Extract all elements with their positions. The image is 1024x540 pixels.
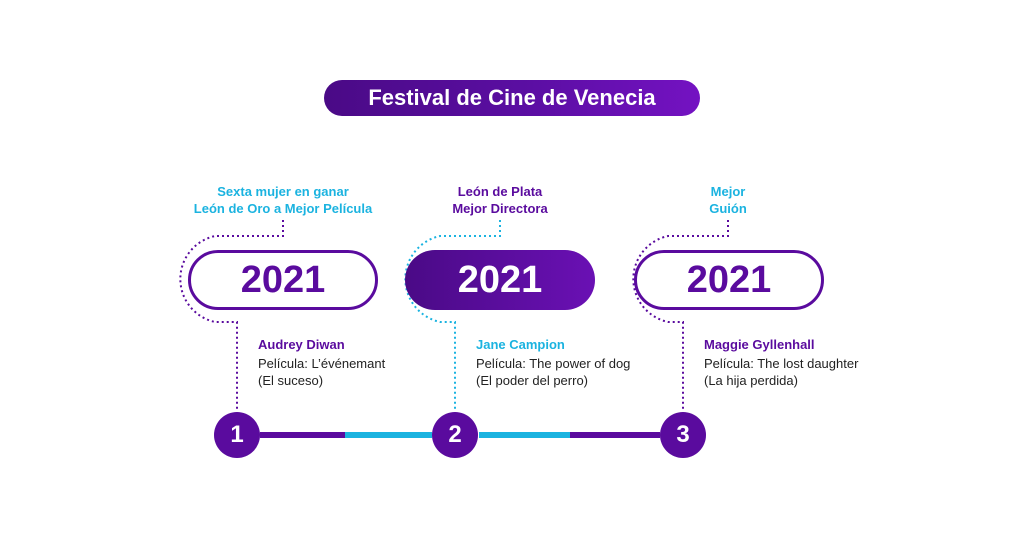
person-name: Jane Campion	[476, 337, 565, 352]
year-pill-3: 2021	[634, 250, 824, 310]
annotation-line: Mejor Directora	[452, 201, 548, 216]
person-name: Maggie Gyllenhall	[704, 337, 815, 352]
entry-2-annotation: León de Plata Mejor Directora	[420, 183, 580, 217]
entry-1-details: Audrey Diwan Película: L’événemant (El s…	[258, 336, 385, 389]
entry-1-annotation: Sexta mujer en ganar León de Oro a Mejor…	[178, 183, 388, 217]
entry-3-annotation: Mejor Guión	[678, 183, 778, 217]
step-circle-2: 2	[432, 412, 478, 458]
film-title: Película: The power of dog	[476, 356, 631, 371]
annotation-line: Sexta mujer en ganar	[217, 184, 349, 199]
annotation-line: Mejor	[710, 184, 746, 199]
film-title: Película: The lost daughter	[704, 356, 859, 371]
step-circle-1: 1	[214, 412, 260, 458]
film-translation: (El suceso)	[258, 373, 324, 388]
step-circle-3: 3	[660, 412, 706, 458]
page-title: Festival de Cine de Venecia	[324, 80, 700, 116]
entry-2-details: Jane Campion Película: The power of dog …	[476, 336, 630, 389]
connector-3	[632, 220, 729, 410]
entry-3-details: Maggie Gyllenhall Película: The lost dau…	[704, 336, 858, 389]
year-pill-2: 2021	[405, 250, 595, 310]
film-translation: (El poder del perro)	[476, 373, 588, 388]
annotation-line: León de Plata	[457, 184, 543, 199]
film-translation: (La hija perdida)	[704, 373, 798, 388]
annotation-line: León de Oro a Mejor Película	[193, 201, 373, 216]
film-title: Película: L’événemant	[258, 356, 386, 371]
annotation-line: Guión	[709, 201, 747, 216]
year-pill-1: 2021	[188, 250, 378, 310]
person-name: Audrey Diwan	[258, 337, 345, 352]
